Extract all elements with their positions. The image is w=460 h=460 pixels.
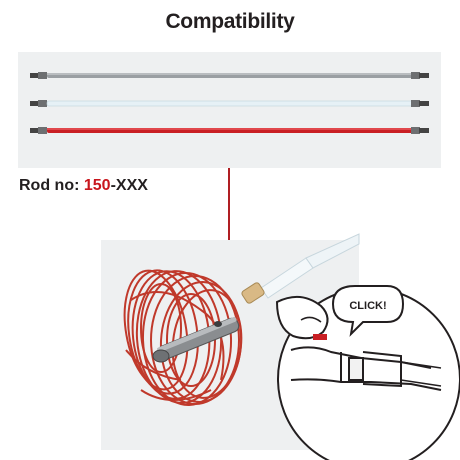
rod-number-prefix: Rod no: <box>19 177 84 194</box>
rod-number-label: Rod no: 150-XXX <box>19 177 148 195</box>
brush-hub <box>152 317 240 363</box>
white-rod <box>30 100 429 107</box>
rod-number-highlight: 150 <box>83 177 111 194</box>
grey-rod <box>30 72 429 79</box>
white-rod-segment <box>241 233 360 304</box>
click-callout-text: CLICK! <box>349 300 386 312</box>
rods-panel <box>18 52 441 168</box>
detail-panel: CLICK! <box>101 233 460 460</box>
brush-attachment-illustration: CLICK! <box>123 233 460 460</box>
click-detail-magnifier: CLICK! <box>275 285 460 460</box>
rod-number-suffix: -XXX <box>110 177 148 194</box>
spiral-brush <box>123 269 243 406</box>
page-title: Compatibility <box>165 10 295 33</box>
red-rod <box>30 127 429 134</box>
connector-line <box>228 168 230 240</box>
rods-illustration <box>30 72 429 134</box>
